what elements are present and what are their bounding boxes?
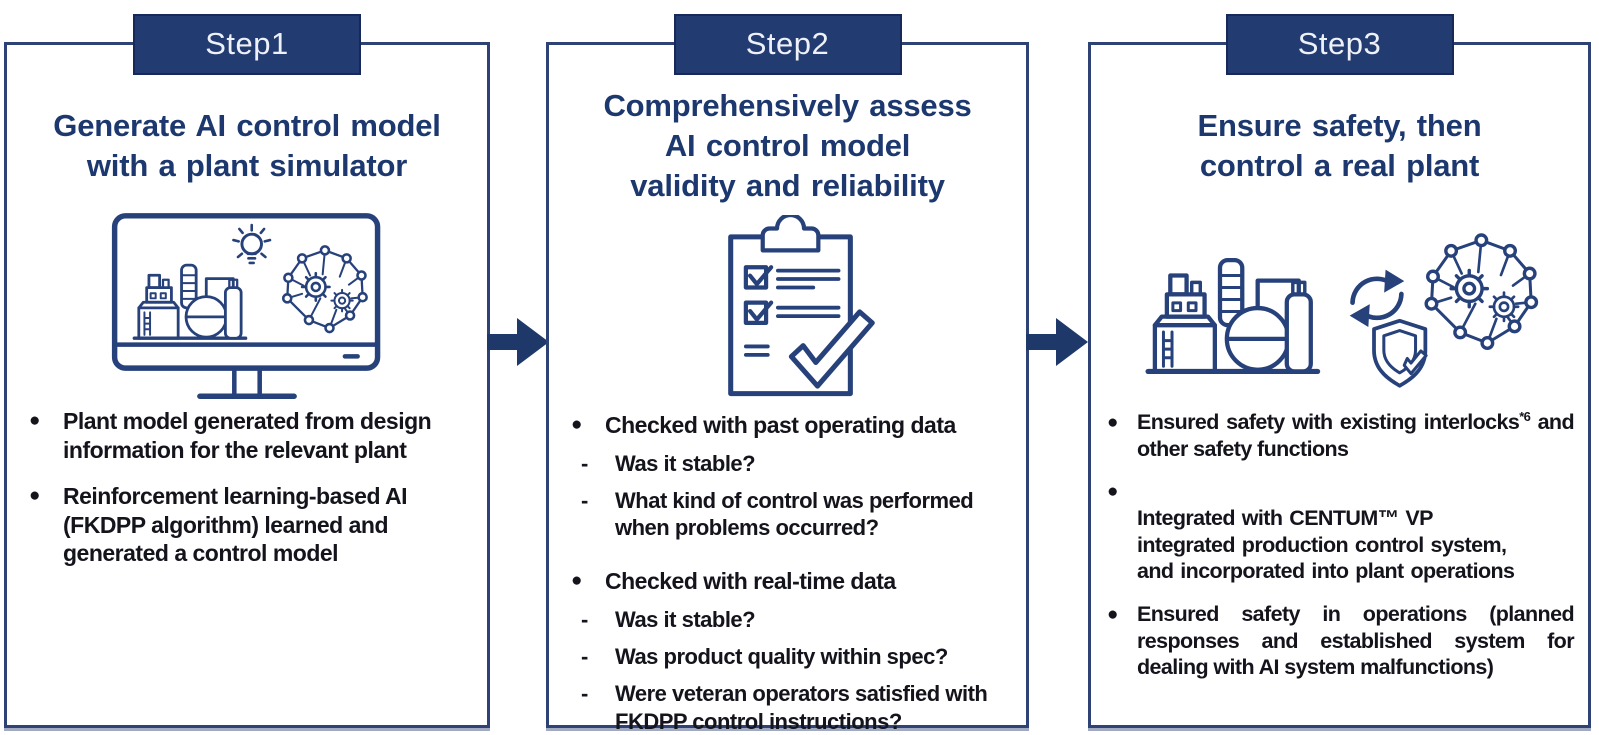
sub-item: - Was product quality within spec? [571,643,1012,670]
sub-text: Was it stable? [615,606,756,632]
bullet-marker: ● [29,485,40,507]
step3-bullets: ● Ensured safety with existing interlocks… [1091,409,1588,681]
bullet-text: Integrated with CENTUM™ VP integrated pr… [1137,506,1515,584]
sub-text: Was product quality within spec? [615,644,948,670]
bullet-text: and other safety functions [1137,410,1575,461]
bullet-text: Checked with real-time data [605,568,896,595]
bullet-item: ● Checked with past operating data [571,411,1012,440]
bullet-item: ● Checked with real-time data [571,567,1012,596]
step3-icon-area [1091,217,1588,395]
checklist-clipboard-icon [697,215,879,397]
step1-header-badge: Step1 [133,14,361,75]
sub-item: - Was it stable? [571,606,1012,633]
bullet-text: interlocks [1423,410,1520,435]
bullet-item: ● Plant model generated from design infor… [29,407,473,464]
bullet-marker: ● [571,414,582,435]
bullet-item: ● Reinforcement learning-based AI (FKDPP … [29,482,473,568]
bullet-text: Plant model generated from design inform… [63,408,432,463]
dash-marker: - [581,487,588,513]
step3-header-badge: Step3 [1225,14,1454,75]
bullet-item: ● Ensured safety in operations (planned r… [1107,601,1575,681]
bullet-text: Ensured safety in operations (planned re… [1137,602,1575,680]
step1-to-step2-arrow-icon [487,318,549,366]
step2-to-step3-arrow-icon [1026,318,1088,366]
bullet-text: Checked with past operating data [605,412,956,438]
step1-bullets: ● Plant model generated from design infor… [7,407,487,568]
step3-panel: Step3 Ensure safety, then control a real… [1088,14,1591,728]
bullet-item: ● Integrated with CENTUM™ VP integrated p… [1107,478,1574,585]
plant-simulator-monitor-icon [111,212,383,401]
bullet-marker: ● [29,410,40,431]
dash-marker: - [581,606,588,632]
step1-panel: Step1 Generate AI control model with a p… [4,14,490,728]
dash-marker: - [581,450,588,476]
step3-title: Ensure safety, then control a real plant [1197,107,1482,183]
step1-title: Generate AI control model with a plant s… [53,107,441,183]
bullet-marker: ● [1107,604,1118,626]
bullet-text-nowrap: interlocks*6 [1423,409,1531,435]
step2-icon-area [549,217,1026,395]
step2-bullets: ● Checked with past operating data - Was i… [549,411,1026,735]
step2-panel: Step2 Comprehensively assess AI control … [546,14,1029,734]
sub-text: Was it stable? [615,450,756,476]
plant-ai-safety-icon [1137,219,1543,394]
sub-item: - Was it stable? [571,450,1012,477]
monitor-icon [115,215,378,395]
step2-title-area: Comprehensively assess AI control model … [549,75,1026,217]
clipboard-check-icon [730,215,872,394]
panel-gap [487,0,549,735]
footnote-superscript: *6 [1519,409,1531,424]
step3-title-area: Ensure safety, then control a real plant [1091,75,1588,217]
bullet-marker: ● [1107,481,1118,503]
factory-sync-brain-shield-icon [1148,235,1536,386]
bullet-marker: ● [571,570,582,592]
step2-title: Comprehensively assess AI control model … [603,87,972,204]
sub-text: Were veteran operators satisfied with FK… [615,681,988,734]
dash-marker: - [581,644,588,670]
sub-text: What kind of control was performed when … [615,487,974,541]
step2-header-badge: Step2 [673,14,902,75]
panel-gap [1026,0,1088,735]
bullet-item: ● Ensured safety with existing interlocks… [1107,409,1575,462]
bullet-text: Ensured safety with existing [1137,410,1424,435]
bullet-marker: ● [1107,412,1118,433]
sub-item: - Were veteran operators satisfied with F… [571,680,1012,735]
bullet-text: Reinforcement learning-based AI (FKDPP a… [63,483,408,567]
dash-marker: - [581,681,588,707]
sub-item: - What kind of control was performed when… [571,487,1012,542]
step1-title-area: Generate AI control model with a plant s… [7,75,487,217]
step1-icon-area [7,217,487,395]
